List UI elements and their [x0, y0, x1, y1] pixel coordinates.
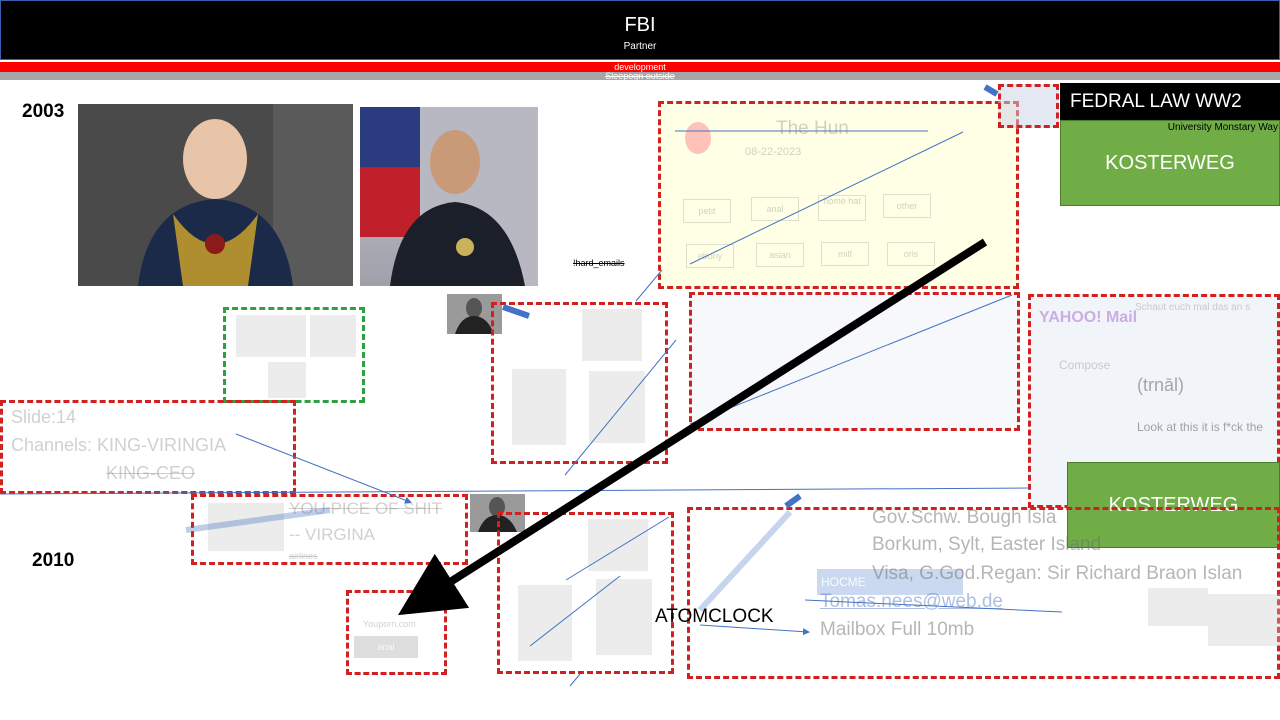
- mini-screenshot-box: [998, 84, 1059, 128]
- tag-button[interactable]: ebony: [686, 244, 734, 268]
- tag-button[interactable]: asian: [756, 243, 804, 267]
- face-image: [589, 371, 645, 443]
- card-title: The Hun: [776, 118, 849, 139]
- thumbnail-image: [310, 315, 356, 357]
- visa-line: Visa, G.God.Regan: Sir Richard Braon Isl…: [872, 563, 1243, 584]
- email-link[interactable]: Tomas.nees@web.de: [820, 591, 1003, 612]
- sleep-label: Sleepogn outside: [605, 71, 675, 81]
- page-subtitle: Partner: [623, 41, 657, 52]
- thumbnail-image: [268, 362, 306, 398]
- faces-box-bottom: [497, 512, 674, 674]
- hard-emails-label: !hard_emails: [573, 258, 625, 268]
- face-image: [582, 309, 642, 361]
- slide-channels-box: Slide:14 Channels: KING-VIRINGIA KING-CE…: [0, 400, 296, 494]
- airlines-text: airlines: [289, 551, 318, 561]
- virgina-text: -- VIRGINA: [289, 525, 375, 544]
- compose-label[interactable]: Compose: [1059, 358, 1111, 372]
- kosterweg-button-top[interactable]: KOSTERWEG: [1060, 120, 1280, 206]
- year-2010: 2010: [32, 550, 75, 571]
- insult-text: YOU PICE OF SHIT: [289, 499, 443, 518]
- connector-line: [569, 673, 581, 687]
- thumbnails-group: [223, 307, 365, 403]
- header-bar: [0, 0, 1280, 60]
- message-text: Look at this it is f*ck the: [1137, 420, 1264, 434]
- tag-button[interactable]: petit: [683, 199, 731, 223]
- channels-label: Channels: KING-VIRINGIA: [11, 435, 227, 455]
- blue-bar: [983, 84, 999, 97]
- trnal-note: (trnāl): [1137, 375, 1185, 395]
- gov-line: Gov.Schw. Bough Isla: [872, 507, 1057, 528]
- red-divider-bar: [0, 62, 1280, 72]
- kosterweg-button-bottom[interactable]: KOSTERWEG: [1067, 462, 1280, 548]
- slide-number: Slide:14: [11, 407, 77, 427]
- blue-bar: [784, 493, 802, 509]
- face-image: [596, 579, 652, 655]
- king-ceo-label: KING-CEO: [106, 463, 196, 483]
- top-text: Schaut euch mal das an s: [1135, 302, 1251, 313]
- tag-button[interactable]: oris: [887, 242, 935, 266]
- officer-portrait-photo: [360, 107, 538, 286]
- the-hun-card: The Hun 08-22-2023 petit anal home hat o…: [658, 101, 1019, 289]
- tag-button[interactable]: other: [883, 194, 931, 218]
- page-title: FBI: [624, 14, 656, 36]
- islands-box: HOCME Gov.Schw. Bough Isla Borkum, Sylt,…: [687, 507, 1280, 679]
- faces-box-top: [491, 302, 668, 464]
- king-portrait-photo: [78, 104, 353, 286]
- site-label: Youporn.com: [363, 619, 416, 629]
- year-2003: 2003: [22, 101, 65, 122]
- thumbnail-image: [236, 315, 306, 357]
- yahoo-brand: YAHOO! Mail: [1039, 309, 1138, 326]
- avatar: [685, 122, 711, 154]
- card-date: 08-22-2023: [745, 146, 802, 158]
- virgina-box: YOU PICE OF SHIT -- VIRGINA airlines: [191, 494, 468, 565]
- university-label: University Monstary Way: [1167, 122, 1278, 133]
- face-image: [588, 519, 648, 571]
- tag-button[interactable]: anal: [751, 197, 799, 221]
- mailbox-status: Mailbox Full 10mb: [820, 619, 975, 640]
- tag-button[interactable]: milf: [821, 242, 869, 266]
- atomclock-label: ATOMCLOCK: [655, 606, 774, 627]
- youporn-box: Youporn.com anal: [346, 590, 447, 675]
- mail-screenshot-box: [689, 292, 1020, 431]
- face-image: [518, 585, 572, 661]
- island-photo: [1208, 594, 1280, 646]
- face-image: [208, 503, 284, 551]
- tag-button[interactable]: home hat: [818, 195, 866, 221]
- gray-divider-bar: [0, 72, 1280, 80]
- fedral-law-label: FEDRAL LAW WW2: [1060, 83, 1280, 121]
- islands-line: Borkum, Sylt, Easter Island: [872, 534, 1102, 555]
- island-photo: [1148, 588, 1208, 626]
- anal-button[interactable]: anal: [354, 636, 418, 658]
- development-label: development: [614, 62, 666, 72]
- face-image: [512, 369, 566, 445]
